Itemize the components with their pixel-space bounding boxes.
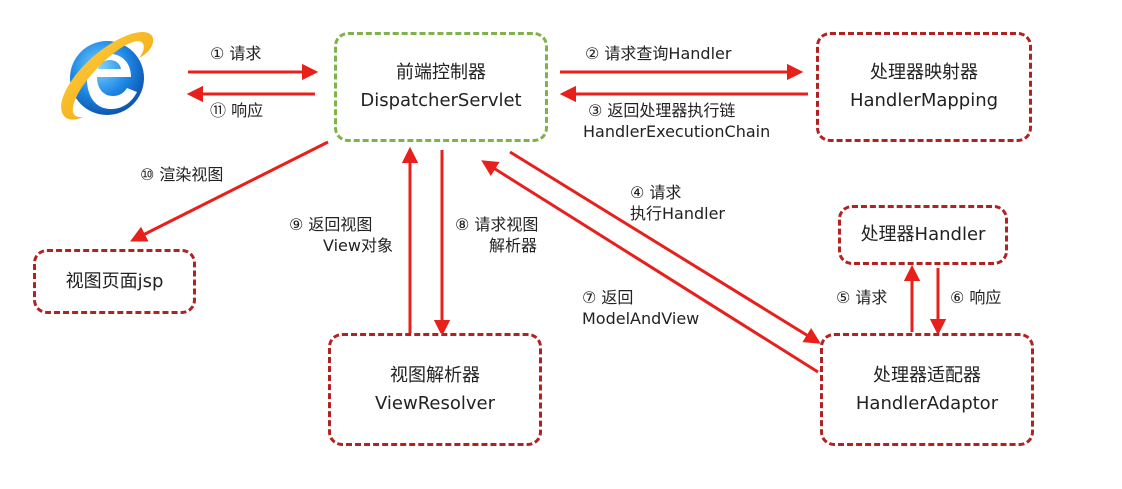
node-title: 视图页面jsp [65,270,164,292]
edge-label-line: ④ 请求 [630,183,682,202]
node-subtitle: HandlerMapping [849,90,999,111]
node-subtitle: HandlerAdaptor [855,392,999,414]
node-title: 视图解析器 [390,364,480,386]
edge-label-line: ⑦ 返回 [582,288,634,307]
node-title: 处理器Handler [860,224,986,246]
edge-label-line: ModelAndView [582,308,700,328]
edge-label-10: ⑩ 渲染视图 [140,165,224,184]
arrow-4-execute-handler [509,150,821,344]
edge-label-8: ⑧ 请求视图 解析器 [455,215,538,257]
edge-label-5: ⑤ 请求 [836,288,888,307]
internet-explorer-logo-icon [61,31,154,120]
node-title: 处理器适配器 [873,364,981,386]
dispatcher-servlet-node: 前端控制器 DispatcherServlet [334,32,548,142]
node-title: 处理器映射器 [870,62,978,84]
view-resolver-node: 视图解析器 ViewResolver [328,333,542,446]
node-subtitle: ViewResolver [374,392,495,414]
edge-label-3: ③ 返回处理器执行链 HandlerExecutionChain [583,101,770,143]
edge-label-1: ① 请求 [210,44,262,63]
edge-label-6: ⑥ 响应 [950,288,1002,307]
arrow-10-render-view [130,140,329,242]
handler-node: 处理器Handler [838,205,1008,265]
handler-mapping-node: 处理器映射器 HandlerMapping [816,32,1032,142]
edge-label-line: HandlerExecutionChain [583,121,771,141]
edge-label-7: ⑦ 返回 ModelAndView [582,288,699,330]
edge-label-line: ③ 返回处理器执行链 [588,101,736,120]
edge-label-11: ⑪ 响应 [210,101,264,120]
arrow-7-return-modelandview [481,160,819,374]
edge-label-line: View对象 [323,235,393,255]
edge-label-2: ② 请求查询Handler [585,44,732,63]
handler-adaptor-node: 处理器适配器 HandlerAdaptor [820,333,1034,446]
edge-label-line: ⑨ 返回视图 [289,215,373,234]
view-page-jsp-node: 视图页面jsp [33,249,196,314]
edge-label-line: 解析器 [489,235,538,255]
edge-label-9: ⑨ 返回视图 View对象 [289,215,393,257]
edge-label-line: 执行Handler [630,203,726,223]
edge-label-line: ⑧ 请求视图 [455,215,539,234]
node-title: 前端控制器 [396,62,486,84]
node-subtitle: DispatcherServlet [360,90,522,111]
edge-label-4: ④ 请求 执行Handler [630,183,725,225]
